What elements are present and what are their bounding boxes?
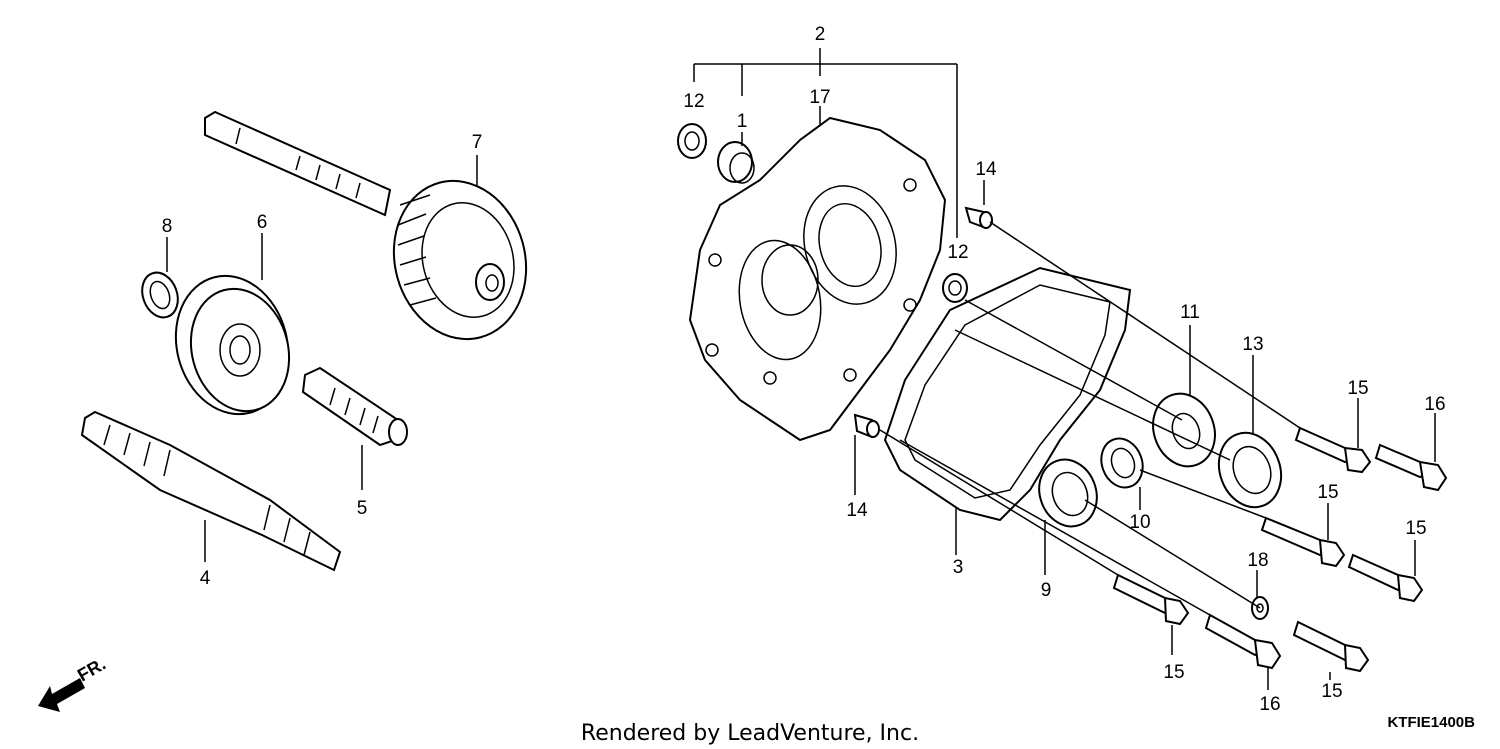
label-part-15-b: 15 bbox=[1317, 482, 1338, 503]
label-part-6: 6 bbox=[257, 212, 268, 233]
label-part-11: 11 bbox=[1180, 302, 1200, 323]
label-part-14-upper: 14 bbox=[975, 159, 997, 180]
label-part-16-a: 16 bbox=[1424, 394, 1445, 415]
part-8-washer bbox=[141, 271, 179, 319]
part-15-bolt-a bbox=[1294, 426, 1372, 474]
label-part-7: 7 bbox=[472, 132, 483, 153]
label-part-15-d: 15 bbox=[1163, 662, 1184, 683]
label-part-1: 1 bbox=[737, 111, 748, 132]
part-15-bolt-d bbox=[1112, 573, 1190, 626]
label-part-18: 18 bbox=[1247, 550, 1268, 571]
label-part-14-lower: 14 bbox=[846, 500, 868, 521]
label-part-13: 13 bbox=[1242, 334, 1263, 355]
alignment-lines bbox=[879, 221, 1301, 616]
part-5-pinion bbox=[301, 366, 408, 447]
part-16-bolt-b bbox=[1204, 613, 1282, 670]
label-part-8: 8 bbox=[162, 216, 173, 237]
label-part-17: 17 bbox=[809, 87, 830, 108]
part-17-case bbox=[688, 116, 947, 442]
label-part-12-lower: 12 bbox=[947, 242, 968, 263]
bracket-2 bbox=[693, 48, 958, 238]
part-14-dowel-lower bbox=[853, 413, 880, 439]
label-part-4: 4 bbox=[200, 568, 211, 589]
leader-lines bbox=[166, 106, 1436, 690]
part-12-seal-upper bbox=[677, 123, 707, 159]
part-1-sleeve bbox=[717, 141, 755, 184]
part-3-gasket bbox=[883, 266, 1132, 522]
front-direction-arrow-icon bbox=[38, 678, 85, 712]
label-part-10: 10 bbox=[1129, 512, 1150, 533]
part-15-bolt-b bbox=[1260, 516, 1346, 568]
part-15-bolt-c bbox=[1347, 553, 1424, 603]
label-part-15-a: 15 bbox=[1347, 378, 1368, 399]
part-14-dowel-upper bbox=[964, 206, 994, 230]
label-part-15-e: 15 bbox=[1321, 681, 1342, 702]
label-part-12-upper: 12 bbox=[683, 91, 704, 112]
part-12-seal-lower bbox=[942, 273, 968, 303]
render-credit: Rendered by LeadVenture, Inc. bbox=[581, 721, 919, 746]
part-9-bearing bbox=[1038, 458, 1098, 528]
part-13-oil-seal bbox=[1217, 431, 1283, 509]
part-15-bolt-e bbox=[1292, 620, 1370, 673]
label-part-5: 5 bbox=[357, 498, 368, 519]
label-part-9: 9 bbox=[1041, 580, 1052, 601]
part-11-bearing bbox=[1152, 392, 1216, 468]
label-part-3: 3 bbox=[953, 557, 964, 578]
part-4-countershaft bbox=[80, 410, 342, 572]
label-part-16-b: 16 bbox=[1259, 694, 1280, 715]
part-7-shaft-gear bbox=[204, 110, 528, 341]
diagram-code: KTFIE1400B bbox=[1387, 714, 1475, 731]
part-6-gear bbox=[174, 274, 291, 416]
label-part-2: 2 bbox=[815, 24, 826, 45]
label-part-15-c: 15 bbox=[1405, 518, 1426, 539]
part-10-bearing bbox=[1100, 437, 1144, 489]
part-16-bolt-a bbox=[1374, 443, 1448, 492]
